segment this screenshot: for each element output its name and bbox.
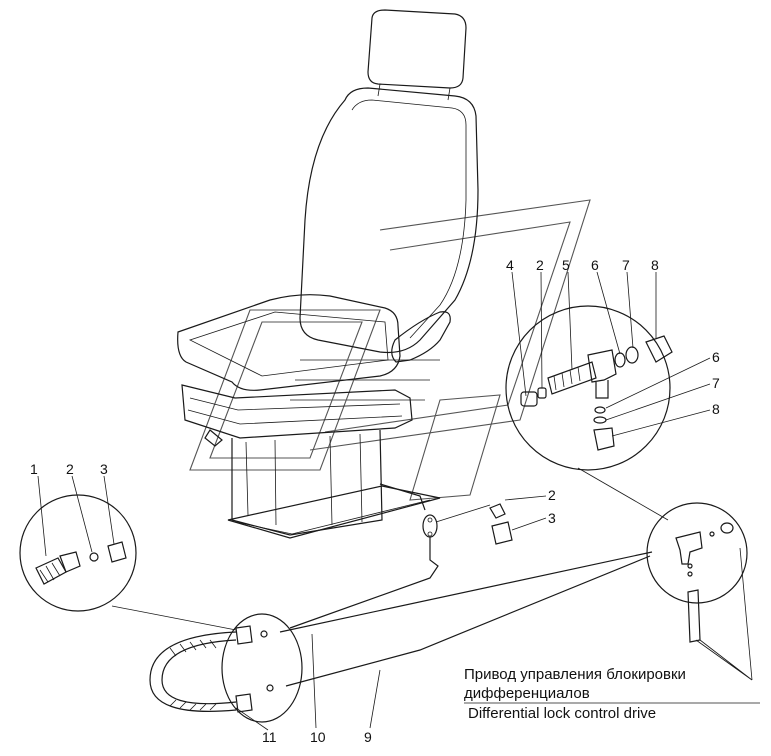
callout-1-left: 1 <box>30 461 38 477</box>
detail-circle-bottom: 11 10 9 <box>149 551 653 745</box>
part-4-fitting <box>520 391 538 407</box>
detail-circle-valve <box>505 271 711 521</box>
callout-6: 6 <box>591 257 599 273</box>
detail-circle-left: 1 2 3 <box>19 461 237 631</box>
watermark-logo <box>189 199 591 501</box>
callout-6-side: 6 <box>712 349 720 365</box>
callout-8: 8 <box>651 257 659 273</box>
seat-drawing <box>177 9 479 539</box>
callout-4: 4 <box>506 257 514 273</box>
callout-11: 11 <box>262 729 277 745</box>
callout-7-side: 7 <box>712 375 720 391</box>
callout-8-side: 8 <box>712 401 720 417</box>
detail-circle-right <box>646 502 753 681</box>
callouts-top-right: 4 2 5 6 7 8 6 7 8 <box>506 257 720 417</box>
caption-block: Привод управления блокировки дифференциа… <box>464 666 760 722</box>
callout-3-mid: 3 <box>548 510 556 526</box>
callout-2-left: 2 <box>66 461 74 477</box>
callout-10: 10 <box>310 729 326 745</box>
part-8-nut <box>645 335 673 363</box>
middle-valve-detail: 2 3 <box>289 487 556 629</box>
caption-line-1: Привод управления блокировки <box>464 666 686 683</box>
caption-line-2: дифференциалов <box>464 685 590 702</box>
part-tee <box>675 531 703 565</box>
part-5-tee-thread <box>547 361 597 395</box>
callout-3-left: 3 <box>100 461 108 477</box>
callout-9: 9 <box>364 729 372 745</box>
callout-7: 7 <box>622 257 630 273</box>
callout-2-mid: 2 <box>548 487 556 503</box>
callout-2: 2 <box>536 257 544 273</box>
caption-line-3: Differential lock control drive <box>468 705 656 722</box>
callout-5: 5 <box>562 257 570 273</box>
